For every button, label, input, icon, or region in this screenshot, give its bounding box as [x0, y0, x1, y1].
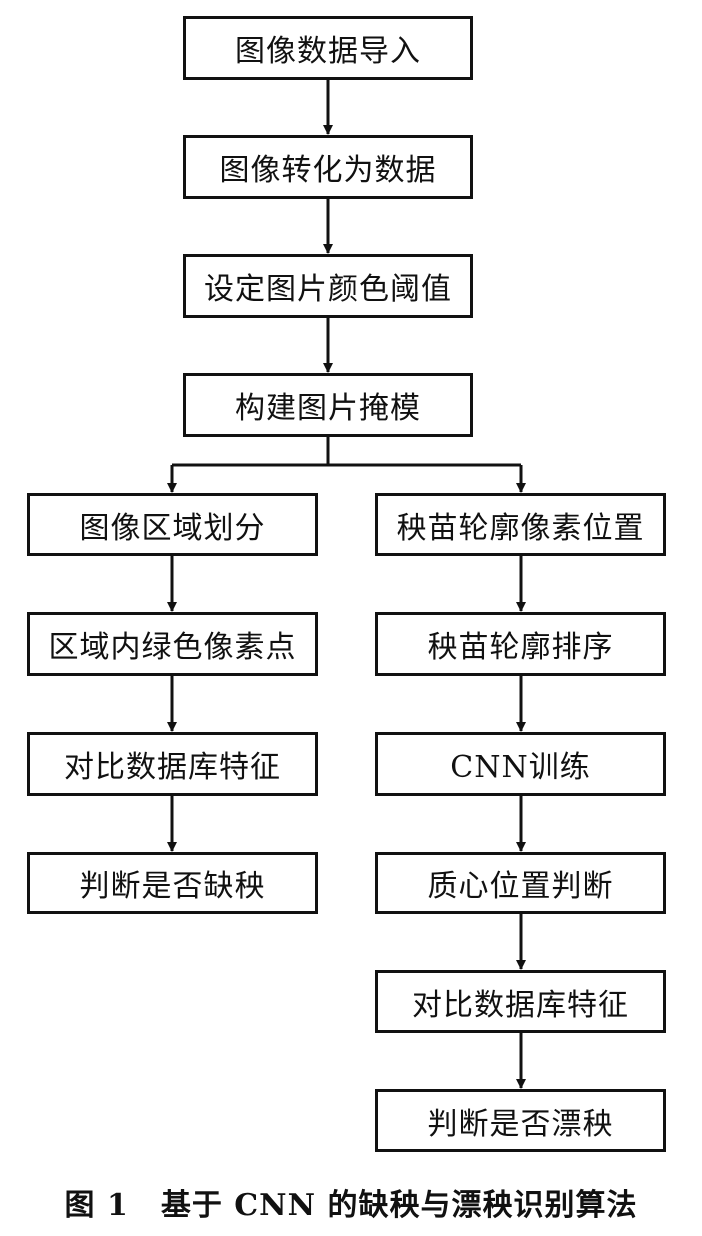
step-cnn-training: CNN训练	[375, 732, 666, 796]
step-judge-floating-seedling: 判断是否漂秧	[375, 1089, 666, 1152]
step-centroid-position-judgment: 质心位置判断	[375, 852, 666, 914]
figure-title: 基于 CNN 的缺秧与漂秧识别算法	[160, 1188, 638, 1223]
figure-label: 图 1	[64, 1188, 129, 1223]
step-set-color-threshold: 设定图片颜色阈值	[183, 254, 473, 318]
step-image-data-import: 图像数据导入	[183, 16, 473, 80]
step-seedling-contour-sorting: 秧苗轮廓排序	[375, 612, 666, 676]
step-green-pixels-in-region: 区域内绿色像素点	[27, 612, 318, 676]
step-judge-missing-seedling: 判断是否缺秧	[27, 852, 318, 914]
figure-caption: 图 1 基于 CNN 的缺秧与漂秧识别算法	[0, 1180, 702, 1224]
step-seedling-contour-pixel-position: 秧苗轮廓像素位置	[375, 493, 666, 556]
step-image-to-data: 图像转化为数据	[183, 135, 473, 199]
step-image-region-partition: 图像区域划分	[27, 493, 318, 556]
step-left-compare-database-features: 对比数据库特征	[27, 732, 318, 796]
step-right-compare-database-features: 对比数据库特征	[375, 970, 666, 1033]
step-build-image-mask: 构建图片掩模	[183, 373, 473, 437]
